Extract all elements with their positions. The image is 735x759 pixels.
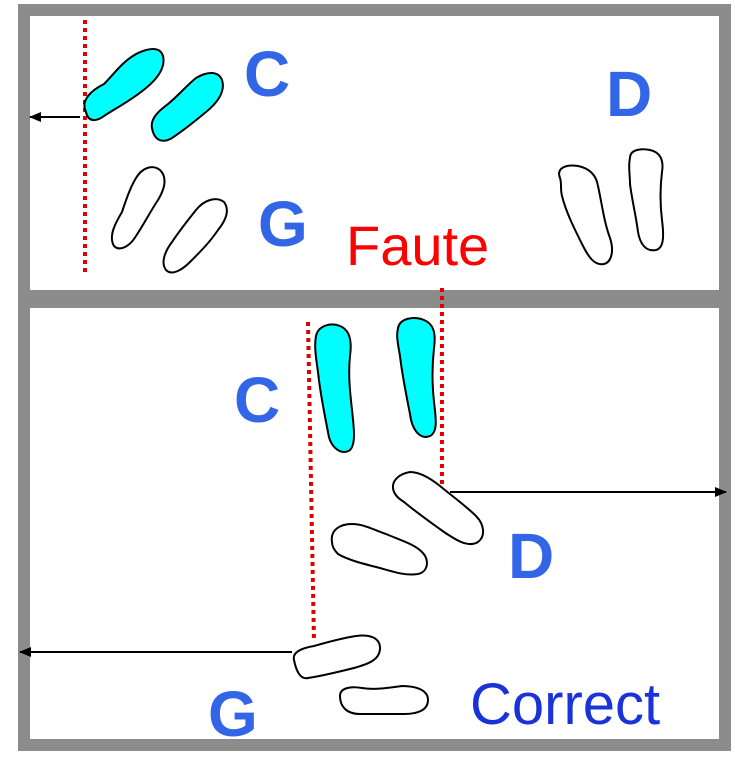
bottom-g-foot-2 xyxy=(338,684,430,715)
top-c-foot-2 xyxy=(150,72,224,142)
bottom-d-foot-1 xyxy=(392,470,484,546)
correct-label: Correct xyxy=(470,672,661,737)
top-label-d: D xyxy=(606,58,653,130)
top-label-g: G xyxy=(258,188,308,260)
bottom-reference-line-left xyxy=(306,321,316,643)
top-g-foot-1 xyxy=(110,166,166,250)
bottom-label-c: C xyxy=(234,364,281,436)
bottom-g-foot-1 xyxy=(292,634,382,680)
fault-label: Faute xyxy=(346,214,490,277)
top-g-foot-2 xyxy=(162,198,228,274)
top-d-foot-2 xyxy=(628,148,665,252)
top-d-foot-1 xyxy=(558,164,613,266)
top-label-c: C xyxy=(244,38,291,110)
bottom-panel-frame xyxy=(18,296,731,751)
bottom-d-foot-2 xyxy=(330,522,428,576)
top-c-foot-1 xyxy=(83,48,165,122)
bottom-label-g: G xyxy=(208,678,258,750)
bottom-label-d: D xyxy=(508,520,555,592)
bottom-c-foot-1 xyxy=(314,323,355,453)
bottom-c-foot-2 xyxy=(396,317,437,438)
